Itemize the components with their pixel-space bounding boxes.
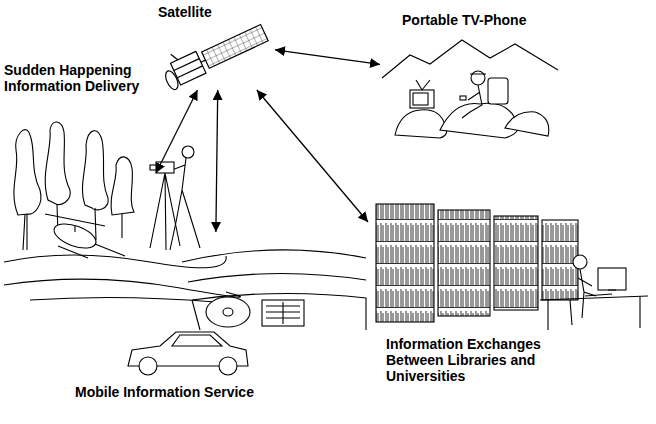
mountain-scene <box>382 40 558 138</box>
accident-scene <box>4 255 226 268</box>
accident-scene <box>150 165 156 170</box>
accident-scene <box>4 122 240 302</box>
car-scene <box>206 297 250 327</box>
scene-node: Mobile Information Service <box>75 232 363 418</box>
mountain-scene <box>382 40 558 78</box>
scene-label: Portable TV-Phone <box>402 12 560 28</box>
car-scene <box>192 293 366 330</box>
library-scene <box>542 220 578 300</box>
mountain-scene <box>471 71 485 85</box>
link-arrow <box>275 50 380 65</box>
accident-scene <box>45 214 125 258</box>
scene-label: Satellite <box>158 4 258 20</box>
accident-scene <box>82 131 108 210</box>
scene-label: Sudden Happening Information Delivery <box>4 62 154 94</box>
satellite-illustration <box>201 60 206 62</box>
mountain-scene <box>488 78 508 104</box>
mountain-scene <box>395 110 447 138</box>
link-arrow <box>216 90 218 232</box>
accident-scene <box>51 219 99 253</box>
library-scene <box>438 210 490 316</box>
satellite-node: Satellite <box>150 4 275 90</box>
mountain-scene <box>460 96 466 100</box>
scene-node: Portable TV-Phone <box>380 10 562 140</box>
car-scene <box>188 273 366 282</box>
accident-scene <box>121 214 122 238</box>
library-scene <box>573 255 587 269</box>
accident-scene <box>4 279 240 297</box>
mountain-scene <box>413 93 428 105</box>
satellite-illustration <box>157 15 270 92</box>
mountain-scene <box>410 90 434 108</box>
library-scene <box>540 296 648 330</box>
accident-scene <box>150 173 180 250</box>
mountain-scene <box>440 103 518 138</box>
accident-scene <box>45 122 70 205</box>
satellite-illustration <box>202 24 269 68</box>
library-scene <box>598 268 626 290</box>
satellite-illustration <box>163 69 181 91</box>
satellite-illustration <box>171 53 178 62</box>
car-scene <box>223 308 233 316</box>
accident-scene <box>30 297 215 302</box>
car-scene <box>262 300 304 326</box>
mountain-scene <box>416 80 430 90</box>
car-scene <box>139 357 157 375</box>
scene-node: Sudden Happening Information Delivery <box>4 62 156 302</box>
library-scene <box>585 290 616 296</box>
satellite-illustration <box>177 66 202 78</box>
scene-label: Mobile Information Service <box>75 384 335 400</box>
car-scene <box>182 250 366 262</box>
car-scene <box>266 302 300 324</box>
library-scene <box>494 216 538 310</box>
library-scene <box>376 204 648 330</box>
accident-scene <box>111 157 134 215</box>
mountain-scene <box>505 112 549 136</box>
accident-scene <box>182 146 194 158</box>
car-scene <box>219 357 237 375</box>
scene-label: Information Exchanges Between Libraries … <box>386 336 586 384</box>
library-scene <box>570 269 596 325</box>
accident-scene <box>23 214 27 250</box>
car-scene <box>172 335 222 346</box>
car-scene <box>128 250 366 375</box>
link-arrow <box>156 90 198 173</box>
accident-scene <box>14 130 41 215</box>
scene-node: Information Exchanges Between Libraries … <box>368 198 650 420</box>
library-scene <box>376 204 434 322</box>
link-arrow <box>257 90 368 222</box>
